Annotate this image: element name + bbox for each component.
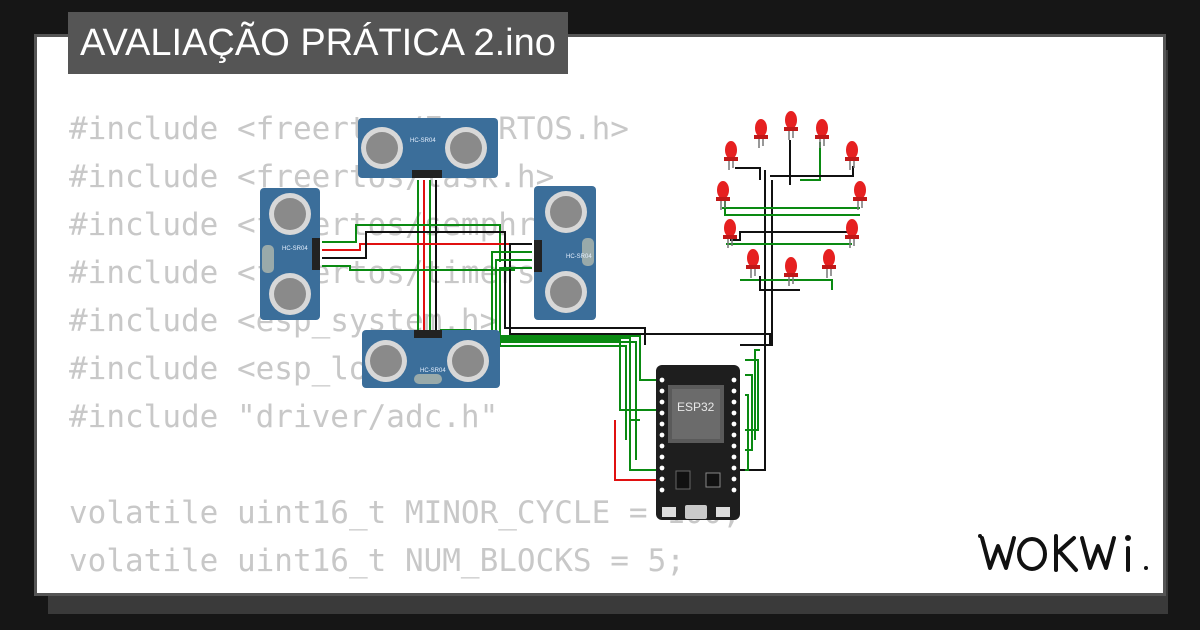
wokwi-logo xyxy=(978,534,1148,572)
sensor-right-label: HC-SR04 xyxy=(566,254,592,260)
sensor-top-label: HC-SR04 xyxy=(410,138,436,144)
led[interactable] xyxy=(822,249,836,278)
esp32-chip-label: ESP32 xyxy=(677,400,715,414)
sensor-left-label: HC-SR04 xyxy=(282,246,308,252)
led[interactable] xyxy=(815,119,829,148)
sensor-bottom-label: HC-SR04 xyxy=(420,368,446,374)
led[interactable] xyxy=(754,119,768,148)
code-line-10: volatile uint16_t NUM_BLOCKS = 5; xyxy=(69,543,685,579)
led-array xyxy=(716,111,867,286)
ultrasonic-sensor-bottom[interactable]: HC-SR04 xyxy=(362,330,500,388)
led[interactable] xyxy=(784,257,798,286)
led[interactable] xyxy=(784,111,798,140)
led[interactable] xyxy=(723,219,737,248)
ultrasonic-sensor-top[interactable]: HC-SR04 xyxy=(358,118,498,178)
led[interactable] xyxy=(853,181,867,210)
code-line-11: volatile uint16_t CURRENT_CYCLE = 0; xyxy=(69,585,741,593)
led[interactable] xyxy=(724,141,738,170)
esp32-board[interactable]: ESP32 xyxy=(656,365,740,520)
led[interactable] xyxy=(845,219,859,248)
led[interactable] xyxy=(716,181,730,210)
code-line-7: #include "driver/adc.h" xyxy=(69,399,499,435)
led[interactable] xyxy=(845,141,859,170)
ultrasonic-sensor-left[interactable]: HC-SR04 xyxy=(260,188,320,320)
project-title: AVALIAÇÃO PRÁTICA 2.ino xyxy=(68,12,568,74)
ultrasonic-sensor-right[interactable]: HC-SR04 xyxy=(534,186,596,320)
led[interactable] xyxy=(746,249,760,278)
